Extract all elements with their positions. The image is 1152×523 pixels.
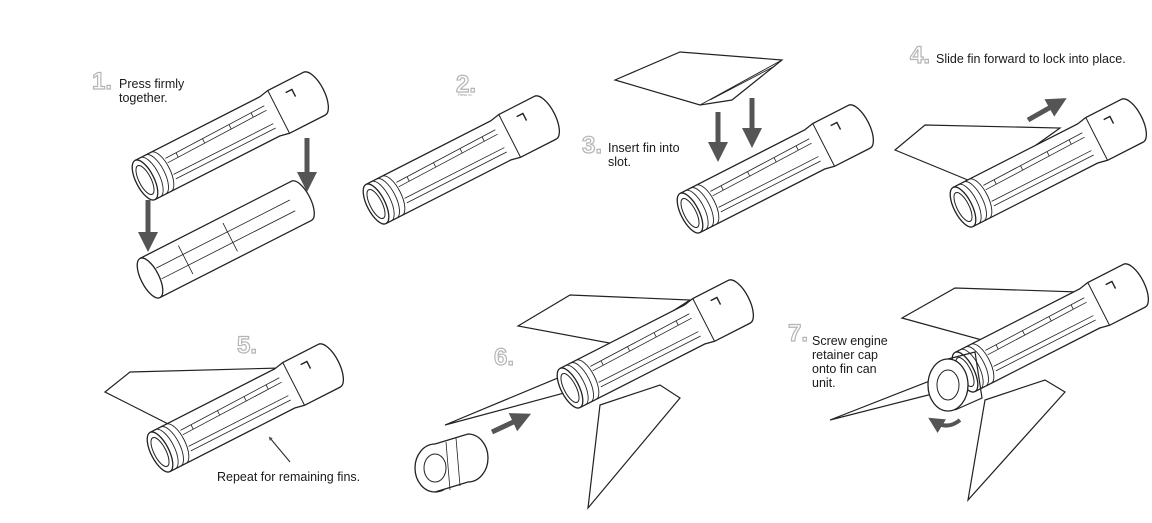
- step-2-tiny-label: Reso lo: [458, 92, 472, 97]
- step-7-fin-bottom: [967, 379, 1066, 502]
- step-4-arrow-forward: [1026, 98, 1067, 123]
- step-2-number: 2.: [455, 71, 477, 98]
- step-2-fin-can-tube: [356, 91, 566, 231]
- step-1-caption: Press firmly together.: [119, 77, 185, 105]
- step-5-pointer-arrow: [268, 436, 291, 463]
- step-1-number: 1.: [91, 68, 113, 95]
- step-4-fin: [893, 124, 1062, 186]
- step-4-caption: Slide fin forward to lock into place.: [936, 52, 1126, 66]
- step-6-fin-left: [444, 374, 569, 426]
- step-7-caption: Screw engine retainer cap onto fin can u…: [812, 334, 888, 390]
- step-7-rotate-arrow: [928, 417, 962, 434]
- step-1-half-shell-bottom: [136, 180, 315, 299]
- step-3-fin-can-tube: [670, 100, 880, 240]
- step-3-fin: [613, 51, 784, 106]
- step-5-caption: Repeat for remaining fins.: [217, 470, 361, 484]
- step-3-number: 3.: [581, 132, 603, 159]
- step-6-retainer-cap: [414, 433, 489, 493]
- step-7-number: 7.: [787, 320, 809, 347]
- step-6-arrow-forward: [490, 413, 532, 435]
- step-6-number: 6.: [493, 344, 515, 371]
- step-4-number: 4.: [909, 42, 931, 69]
- step-3-caption: Insert fin into slot.: [608, 141, 680, 169]
- step-7-retainer-cap: [927, 351, 983, 412]
- step-5-number: 5.: [236, 332, 258, 359]
- step-6-fin-bottom: [587, 384, 681, 510]
